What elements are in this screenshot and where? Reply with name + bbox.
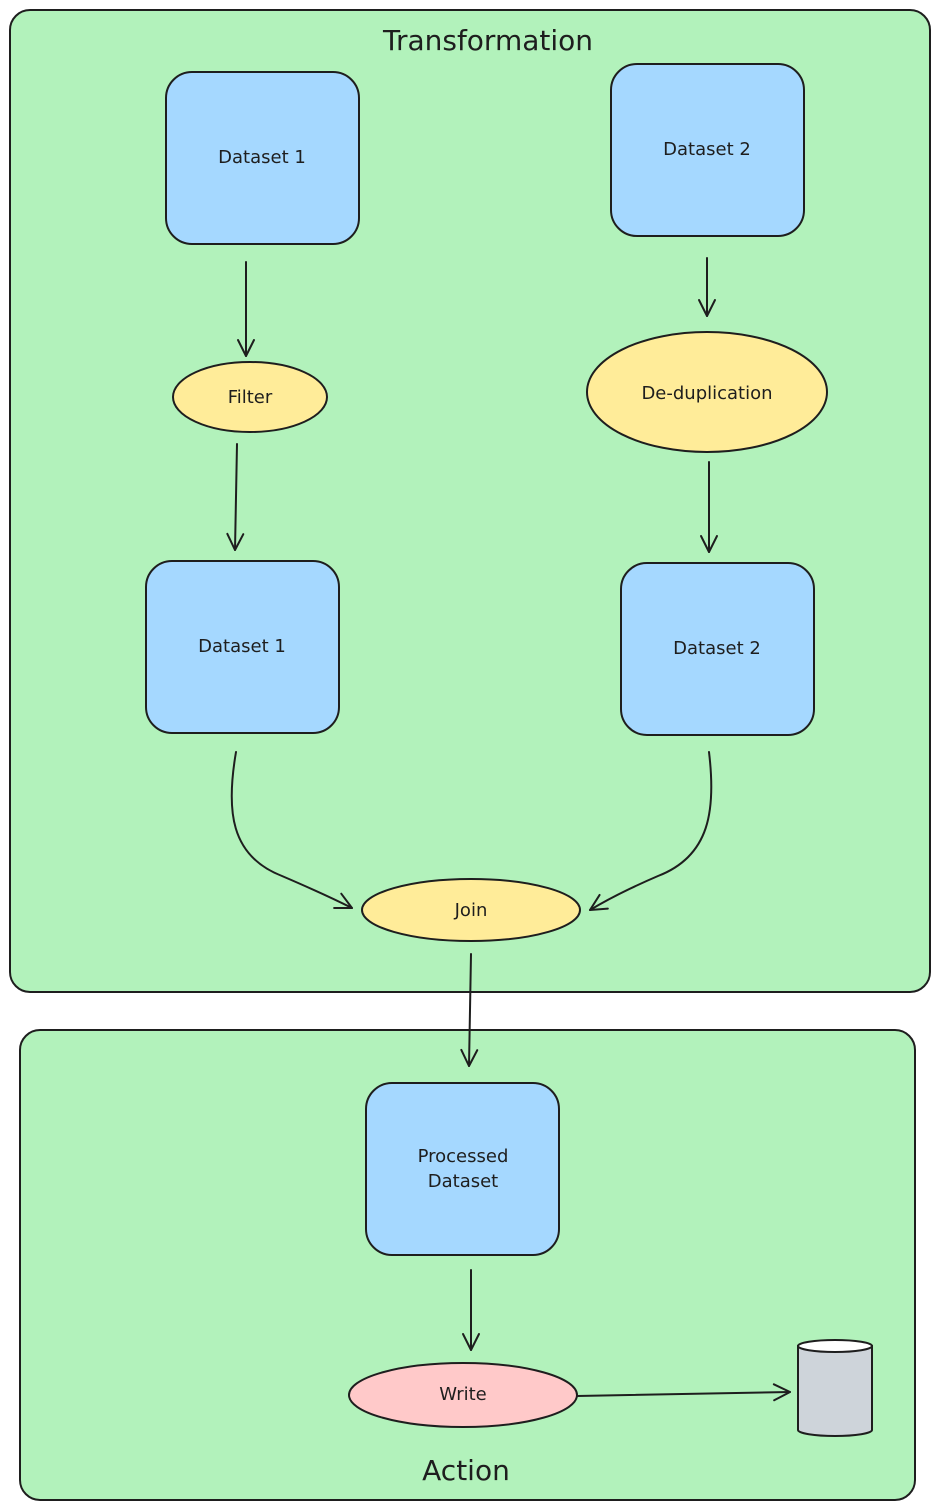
processed-dataset-node[interactable]: Processed Dataset	[365, 1082, 560, 1256]
join-label: Join	[454, 900, 488, 921]
join-node[interactable]: Join	[361, 878, 581, 942]
deduplication-node[interactable]: De-duplication	[586, 331, 828, 453]
write-ellipse	[348, 1362, 578, 1428]
filter-node[interactable]: Filter	[172, 361, 328, 433]
dataset2-input-label: Dataset 2	[663, 139, 751, 160]
dataset1-input-label: Dataset 1	[218, 147, 306, 168]
edge-dataset1-to-join	[230, 751, 353, 910]
dataset1-filtered-node[interactable]: Dataset 1	[145, 560, 340, 734]
dataset2-deduped-box	[620, 562, 815, 736]
database-cylinder-body	[797, 1345, 873, 1437]
dataset1-filtered-label: Dataset 1	[198, 636, 286, 657]
action-group: Action	[19, 1029, 916, 1501]
filter-label: Filter	[228, 387, 273, 408]
dataset1-input-box	[165, 71, 360, 245]
edge-dataset2-to-join	[589, 751, 713, 911]
processed-dataset-box	[365, 1082, 560, 1256]
filter-ellipse	[172, 361, 328, 433]
action-group-background	[19, 1029, 916, 1501]
dataset2-input-node[interactable]: Dataset 2	[610, 63, 805, 237]
deduplication-ellipse	[586, 331, 828, 453]
edges	[226, 257, 791, 1402]
transformation-group: Transformation	[9, 9, 931, 993]
processed-dataset-label-line1: Processed	[418, 1146, 509, 1167]
deduplication-label: De-duplication	[641, 383, 772, 404]
write-label: Write	[439, 1384, 487, 1405]
dataset1-input-node[interactable]: Dataset 1	[165, 71, 360, 245]
write-node[interactable]: Write	[348, 1362, 578, 1428]
edge-join-to-processed	[460, 953, 479, 1067]
dataset2-deduped-label: Dataset 2	[673, 638, 761, 659]
dataset2-input-box	[610, 63, 805, 237]
action-title: Action	[422, 1454, 510, 1487]
transformation-title: Transformation	[382, 24, 593, 57]
dataset1-filtered-box	[145, 560, 340, 734]
database-cylinder-icon	[797, 1339, 873, 1437]
edge-write-to-storage	[576, 1383, 791, 1402]
edge-filter-to-dataset1	[226, 443, 245, 551]
join-ellipse	[361, 878, 581, 942]
dataset2-deduped-node[interactable]: Dataset 2	[620, 562, 815, 736]
database-cylinder-top	[797, 1339, 873, 1353]
processed-dataset-label-line2: Dataset	[428, 1171, 499, 1192]
